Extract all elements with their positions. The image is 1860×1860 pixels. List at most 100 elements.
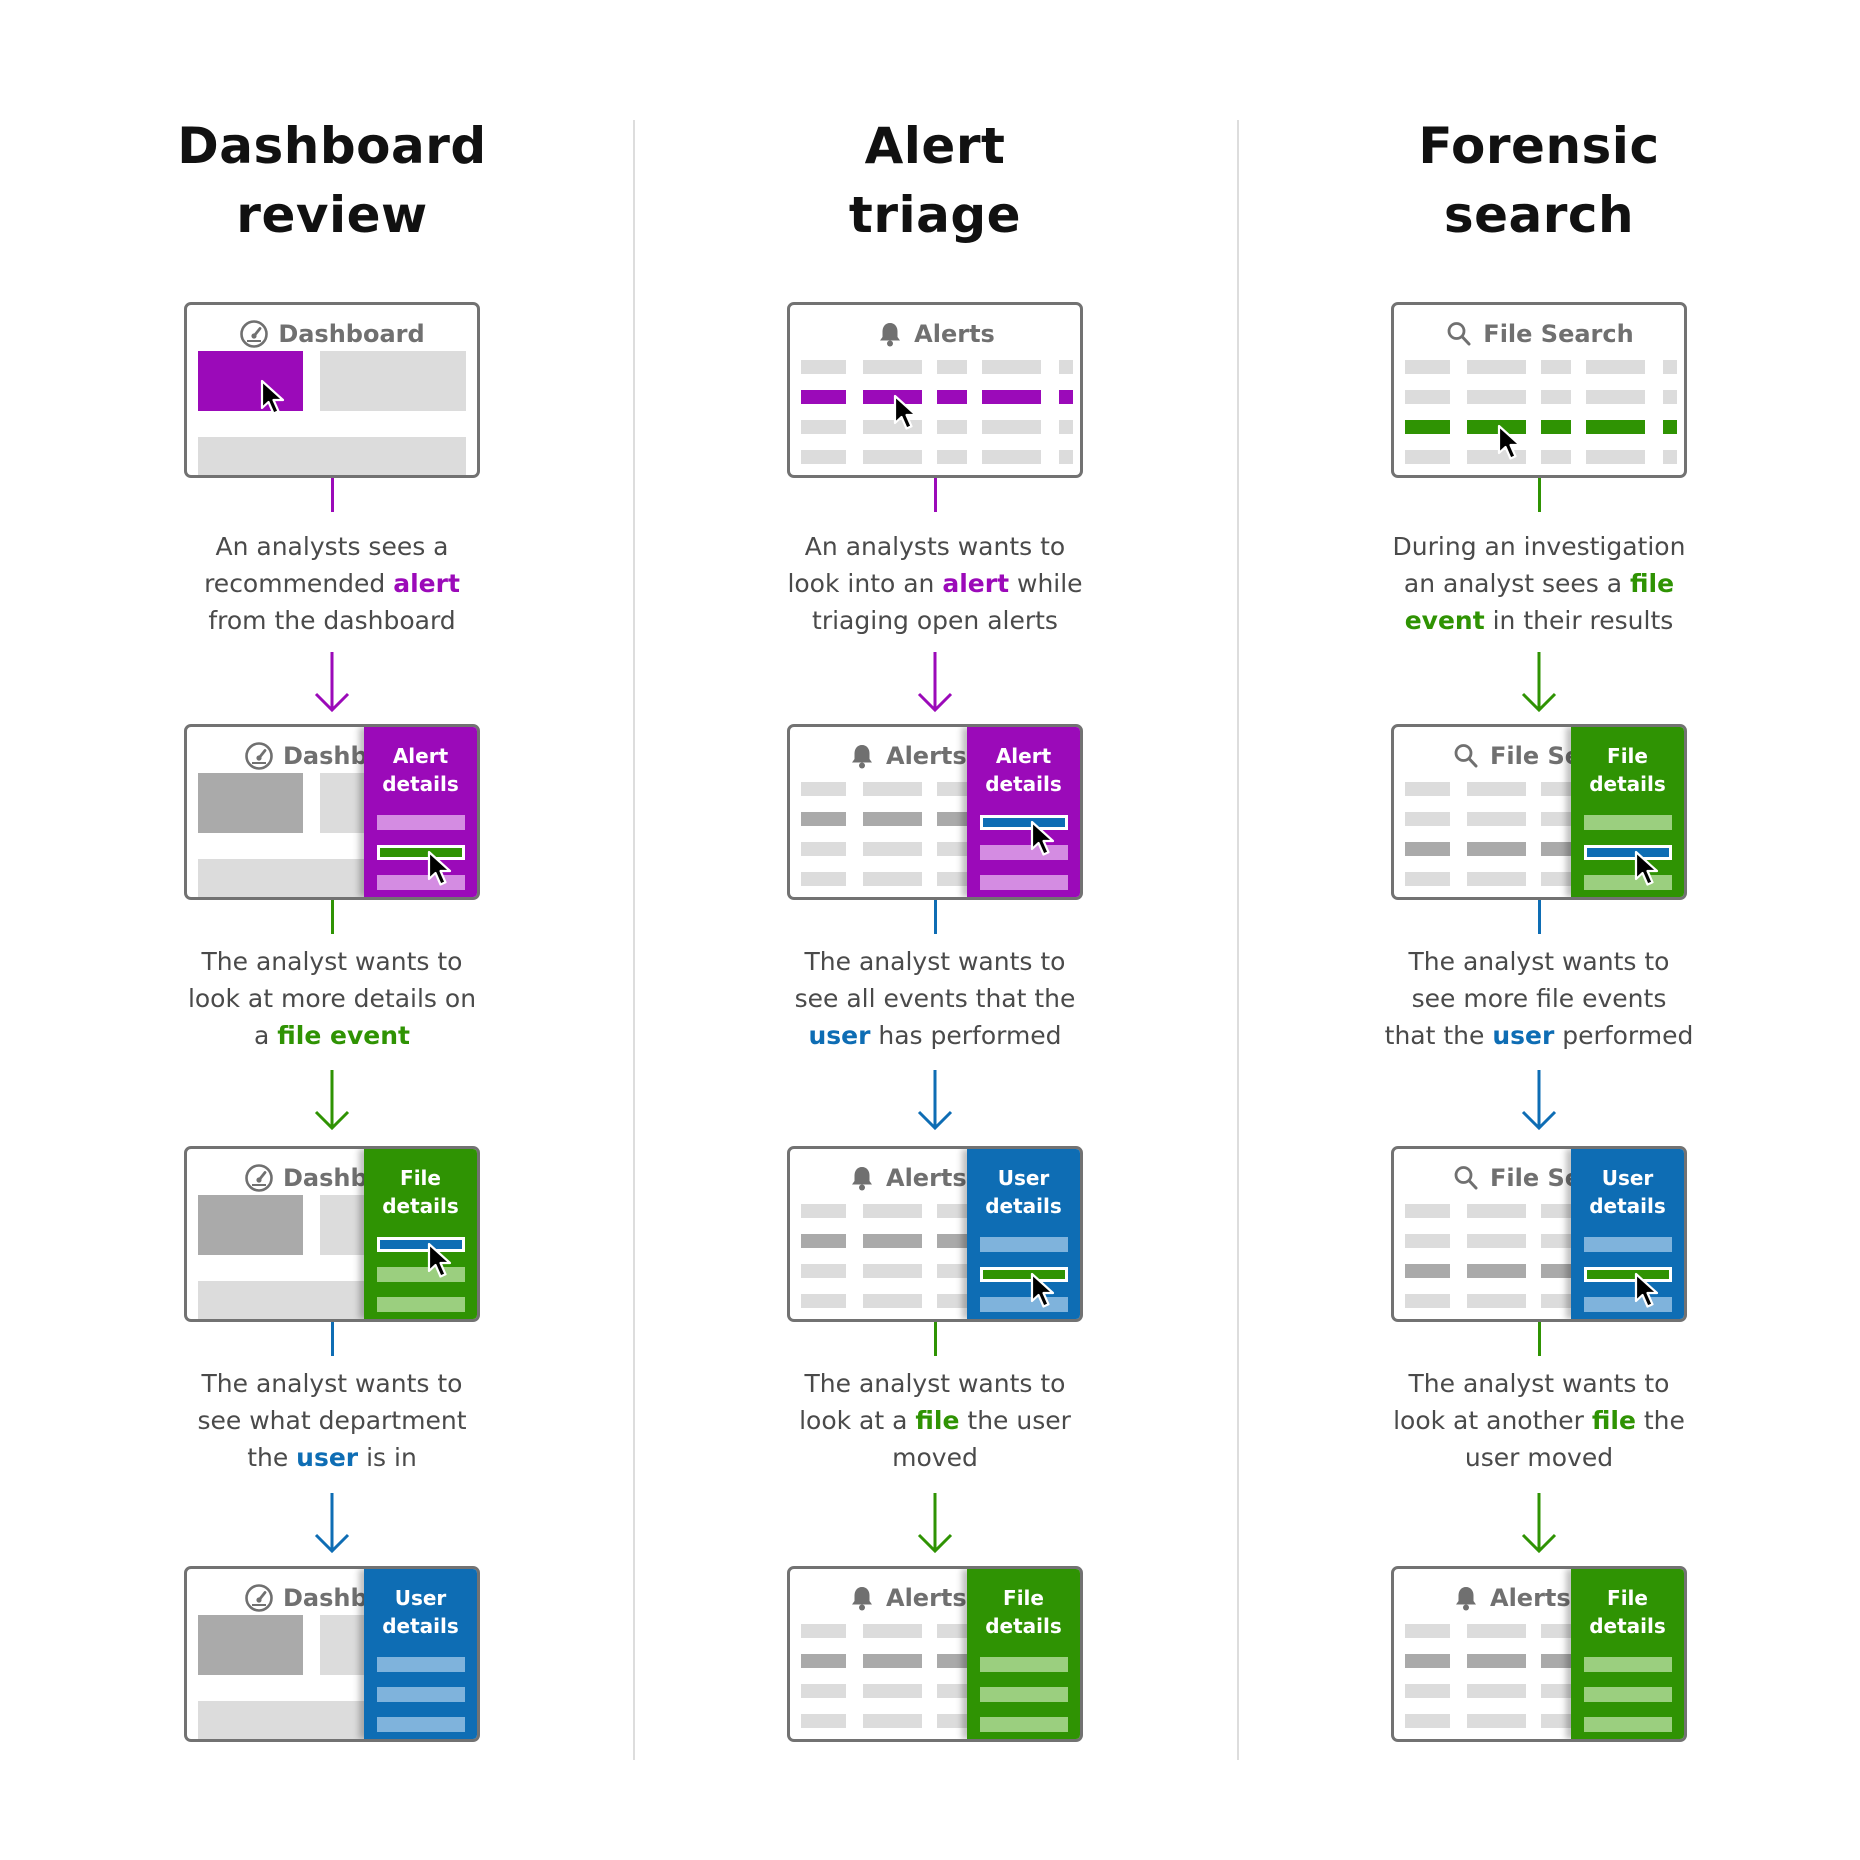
table-cell: [1405, 1234, 1450, 1248]
table-cell: [1467, 1294, 1526, 1308]
table-cell: [1541, 1294, 1571, 1308]
details-panel-title: File details: [967, 1584, 1080, 1640]
table-cell: [863, 1654, 922, 1668]
table-cell: [801, 1204, 846, 1218]
table-cell: [1467, 390, 1526, 404]
table-cell: [863, 782, 922, 796]
table-cell: [863, 450, 922, 464]
table-cell: [1586, 420, 1645, 434]
caption-text: see more file events: [1411, 984, 1667, 1013]
caption-text: that the: [1384, 1021, 1493, 1050]
screen-title: Alerts: [886, 742, 967, 770]
connector-line: [1538, 1322, 1541, 1356]
caption-line: look at more details on: [167, 980, 497, 1017]
down-arrow-icon: [312, 1491, 352, 1555]
caption-line: An analysts sees a: [167, 528, 497, 565]
table-cell: [1541, 1264, 1571, 1278]
table-cell: [863, 1204, 922, 1218]
table-cell: [863, 1714, 922, 1728]
caption-text: The analyst wants to: [1408, 947, 1670, 976]
table-cell: [801, 1684, 846, 1698]
details-panel-title-line: details: [985, 1614, 1062, 1638]
details-panel-title-line: File: [1607, 744, 1648, 768]
caption-text: moved: [892, 1443, 978, 1472]
column-title-line: Alert: [864, 117, 1006, 175]
table-cell: [1405, 812, 1450, 826]
table-cell: [863, 1294, 922, 1308]
table-cell: [982, 420, 1041, 434]
caption-text: The analyst wants to: [201, 1369, 463, 1398]
table-cell: [1541, 1714, 1571, 1728]
down-arrow-icon: [1519, 1491, 1559, 1555]
caption-text: the: [1635, 1406, 1685, 1435]
table-cell: [801, 420, 846, 434]
table-cell: [863, 842, 922, 856]
table-cell: [863, 812, 922, 826]
caption-text: triaging open alerts: [812, 606, 1058, 635]
table-cell: [801, 1624, 846, 1638]
screen-header: File Search: [1394, 319, 1684, 349]
caption-line: triaging open alerts: [770, 602, 1100, 639]
down-arrow-icon: [915, 650, 955, 714]
table-cell: [801, 1234, 846, 1248]
column-title-line: search: [1443, 186, 1635, 244]
bell-icon: [847, 1163, 877, 1193]
step-caption: The analyst wants to see more file events…: [1374, 943, 1704, 1054]
table-cell: [1467, 842, 1526, 856]
caption-text: an analyst sees a: [1403, 569, 1631, 598]
caption-text: the user: [959, 1406, 1071, 1435]
table-cell: [863, 1684, 922, 1698]
table-cell: [1405, 1204, 1450, 1218]
caption-line: look at a file the user: [770, 1402, 1100, 1439]
details-panel-title-line: File: [1003, 1586, 1044, 1610]
caption-line: see what department: [167, 1402, 497, 1439]
caption-text: The analyst wants to: [201, 947, 463, 976]
table-cell: [1405, 420, 1450, 434]
caption-keyword: alert: [393, 569, 460, 598]
table-cell: [1541, 390, 1571, 404]
table-cell: [937, 1294, 967, 1308]
details-panel-title-line: details: [985, 1194, 1062, 1218]
table-cell: [801, 1264, 846, 1278]
caption-line: user has performed: [770, 1017, 1100, 1054]
details-panel-row: [377, 1657, 465, 1672]
down-arrow-icon: [915, 1491, 955, 1555]
screen-header: Alerts: [1394, 1583, 1684, 1613]
search-icon: [1451, 741, 1481, 771]
screen-mockup-table: File Search: [1391, 302, 1687, 478]
caption-line: that the user performed: [1374, 1017, 1704, 1054]
screen-title: Alerts: [1490, 1584, 1571, 1612]
caption-keyword: file: [1630, 569, 1675, 598]
dashboard-tile-primary: [198, 773, 303, 833]
screen-header: Dashboard: [187, 319, 477, 349]
screen-header: Alerts: [790, 1163, 1080, 1193]
table-cell: [863, 1234, 922, 1248]
table-cell: [1467, 1264, 1526, 1278]
selected-row-fill: [380, 1240, 462, 1249]
table-cell: [863, 1264, 922, 1278]
caption-text: The analyst wants to: [1408, 1369, 1670, 1398]
details-panel-row: [980, 1237, 1068, 1252]
dashboard-tile-wide: [198, 437, 466, 475]
details-panel-title-line: details: [382, 1614, 459, 1638]
table-cell: [1663, 450, 1677, 464]
caption-line: An analysts wants to: [770, 528, 1100, 565]
details-panel-row: [980, 1657, 1068, 1672]
caption-line: The analyst wants to: [770, 943, 1100, 980]
table-cell: [863, 1624, 922, 1638]
caption-line: from the dashboard: [167, 602, 497, 639]
table-cell: [1467, 1624, 1526, 1638]
dashboard-tile-primary: [198, 1615, 303, 1675]
dashboard-gauge-icon: [239, 319, 269, 349]
caption-text: The analyst wants to: [804, 1369, 1066, 1398]
table-cell: [1059, 360, 1073, 374]
